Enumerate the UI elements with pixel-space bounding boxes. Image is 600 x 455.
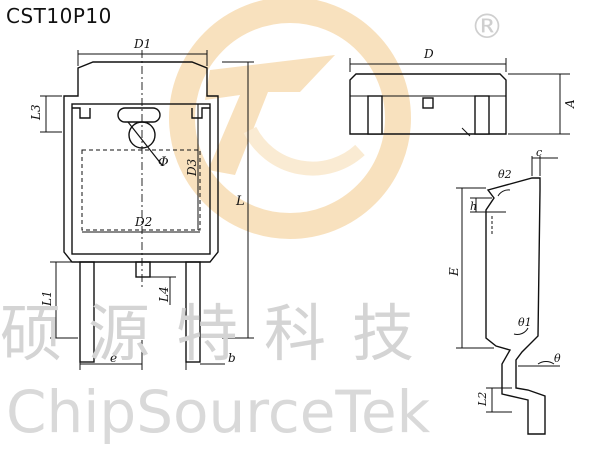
label-h: h	[470, 200, 477, 213]
label-a: A	[563, 99, 577, 109]
label-l2: L2	[476, 392, 489, 407]
label-theta: θ	[554, 352, 561, 365]
label-e: e	[110, 351, 117, 365]
label-l4: L4	[157, 286, 171, 303]
label-d3: D3	[185, 158, 199, 177]
label-e-upper: E	[447, 267, 461, 277]
watermark-logo	[169, 0, 411, 239]
label-l1: L1	[40, 290, 54, 307]
exposed-pad-outline	[81, 149, 201, 231]
label-l3: L3	[29, 104, 43, 121]
front-body-inner	[71, 103, 211, 255]
side-profile-view	[456, 156, 560, 435]
label-l: L	[235, 194, 245, 209]
front-body-outline	[63, 61, 219, 263]
label-c: c	[536, 146, 542, 159]
right-lead	[185, 261, 201, 363]
phi-leader	[127, 121, 163, 166]
label-theta1: θ1	[518, 316, 532, 329]
part-number-title: CST10P10	[6, 4, 112, 28]
label-theta2: θ2	[498, 168, 512, 181]
top-view-lead-left	[367, 95, 383, 135]
label-phi: Φ	[158, 155, 169, 170]
theta2-arc	[497, 189, 511, 197]
watermark-chinese: 硕源特科技	[0, 297, 440, 370]
left-notch	[72, 107, 91, 119]
registered-mark: ®	[470, 7, 504, 47]
top-view-lead-right	[474, 95, 490, 135]
watermark-english: ChipSourceTek	[6, 378, 431, 446]
top-view-body	[349, 73, 507, 135]
left-lead	[79, 261, 95, 363]
label-d1: D1	[133, 37, 151, 51]
theta-arc	[537, 360, 555, 365]
label-b: b	[228, 351, 236, 365]
mounting-slot	[117, 107, 161, 123]
label-d: D	[423, 47, 434, 61]
label-d2: D2	[134, 215, 152, 229]
centre-lead-stub	[135, 261, 151, 278]
top-view-centre-pad	[422, 97, 434, 109]
side-profile-outline	[485, 177, 546, 435]
front-view	[40, 50, 254, 370]
theta1-arc	[513, 327, 529, 335]
right-notch	[191, 107, 210, 119]
top-view	[349, 58, 570, 137]
